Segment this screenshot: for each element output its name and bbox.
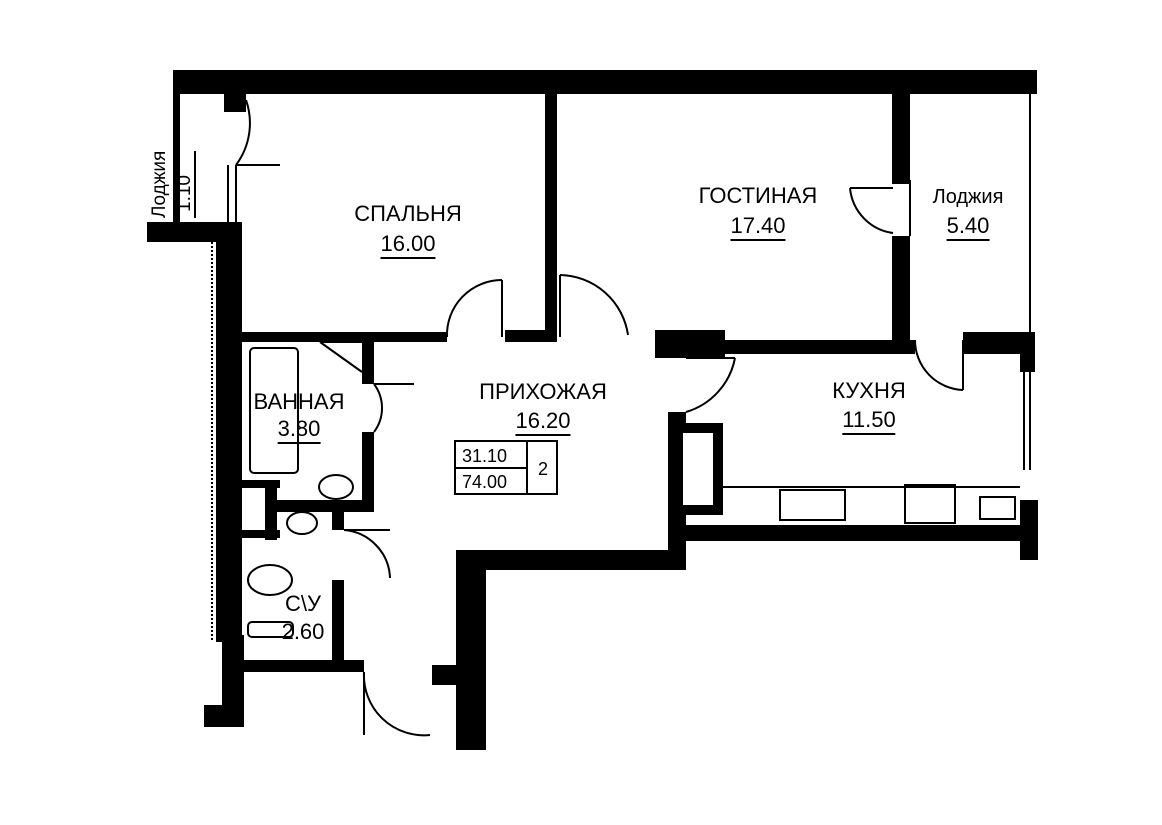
total-area: 74.00	[462, 472, 508, 492]
room-count: 2	[538, 459, 549, 479]
hallway-name: ПРИХОЖАЯ	[479, 379, 607, 404]
hallway-area: 16.20	[515, 410, 571, 436]
bathroom-name: ВАННАЯ	[253, 389, 345, 414]
loggia-left-area: 1.10	[174, 150, 196, 218]
wall-voids	[683, 433, 713, 505]
bedroom-area: 16.00	[380, 233, 436, 259]
loggia-right-name: Лоджия	[932, 186, 1004, 208]
living-area-total: 31.10	[462, 446, 508, 466]
kitchen-area: 11.50	[842, 409, 896, 435]
loggia-left-name: Лоджия	[149, 150, 170, 218]
wc-area: 2.60	[281, 619, 325, 644]
wc-name: С\У	[285, 591, 321, 616]
area-summary-box: 31.10 74.00 2	[454, 440, 558, 495]
thin-lines	[178, 94, 1031, 737]
living-name: ГОСТИНАЯ	[698, 183, 818, 208]
kitchen-name: КУХНЯ	[832, 378, 906, 403]
bathroom-area: 3.80	[277, 418, 321, 444]
living-area: 17.40	[730, 215, 786, 241]
loggia-left-label: Лоджия 1.10	[149, 150, 196, 218]
bedroom-name: СПАЛЬНЯ	[354, 201, 462, 226]
loggia-right-area: 5.40	[946, 215, 990, 241]
walls	[147, 70, 1038, 750]
